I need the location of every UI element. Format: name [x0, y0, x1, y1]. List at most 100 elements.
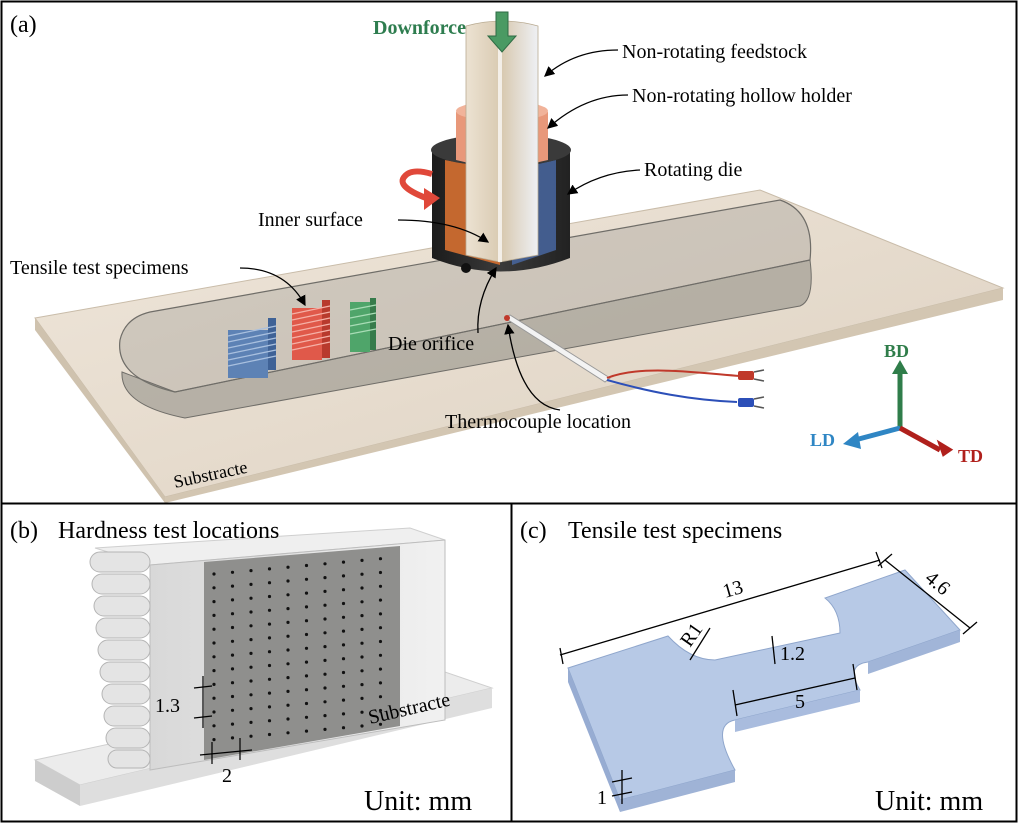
- hardness-indent-dot: [249, 651, 253, 656]
- hardness-indent-dot: [341, 684, 346, 688]
- leader-feedstock: [544, 49, 619, 77]
- hardness-indent-dot: [286, 731, 290, 735]
- hardness-indent-dot: [304, 619, 309, 623]
- hardness-indent-dot: [360, 724, 364, 728]
- hardness-indent-dot: [360, 641, 364, 645]
- layer-ridge: [99, 661, 151, 683]
- panel-c-title: Tensile test specimens: [568, 518, 782, 544]
- layer-ridge: [105, 727, 151, 749]
- substrate-plate-front: [165, 288, 1003, 503]
- tensile-specimens-label: Tensile test specimens: [10, 257, 189, 279]
- panel-c: (c) Tensile test specimens 13 4.6 R1 1.2…: [510, 502, 1018, 823]
- tensile-coupon-right-edge: [868, 630, 960, 674]
- hardness-indent-dot: [304, 605, 309, 609]
- specimen-red-side: [322, 300, 330, 358]
- hardness-indent-dot: [286, 717, 290, 721]
- hardness-indent-dot: [267, 594, 272, 599]
- hardness-indent-dot: [378, 598, 383, 602]
- hardness-indent-dot: [212, 738, 216, 742]
- hardness-indent-dot: [230, 612, 235, 616]
- hardness-indent-dot: [230, 584, 235, 588]
- hardness-indent-dot: [212, 669, 216, 673]
- hardness-indent-dot: [212, 696, 216, 700]
- hardness-indent-dot: [360, 710, 364, 714]
- leader-die: [566, 169, 641, 195]
- rotation-arrow: [399, 168, 433, 201]
- hardness-indent-dot: [249, 734, 253, 738]
- hardness-indent-dot: [304, 577, 309, 581]
- hardness-indent-dot: [378, 626, 383, 630]
- specimen-green-side: [370, 298, 376, 350]
- hardness-indent-dot: [304, 715, 309, 719]
- hardness-indent-dot: [249, 624, 253, 628]
- leader-holder: [547, 94, 629, 129]
- connector-blue: [738, 398, 754, 407]
- thermocouple-tip: [504, 315, 510, 321]
- hardness-indent-dot: [341, 712, 346, 716]
- hardness-indent-dot: [212, 613, 216, 618]
- hardness-indent-dot: [286, 607, 290, 611]
- hardness-indent-dot: [323, 645, 327, 649]
- leader-inner-surface: [397, 219, 490, 243]
- hardness-indent-dot: [267, 663, 272, 668]
- hardness-indent-dot: [267, 567, 272, 571]
- hardness-indent-dot: [212, 586, 216, 590]
- td-axis-head: [936, 439, 954, 457]
- panel-a: (a) Downforce Non-rotating feedstock Non…: [0, 0, 1018, 505]
- hardness-indent-dot: [323, 631, 327, 635]
- hardness-indent-dot: [212, 710, 216, 714]
- hardness-indent-dot: [267, 650, 272, 654]
- hardness-indent-dot: [304, 632, 309, 637]
- hardness-indent-dot: [286, 620, 290, 625]
- hardness-indent-dot: [230, 570, 235, 574]
- hardness-indent-dot: [286, 676, 290, 680]
- leader-die-orifice: [477, 266, 497, 334]
- bd-label: BD: [884, 341, 909, 361]
- dim-label-1-3: 1.3: [155, 695, 180, 717]
- layer-ridge: [89, 551, 151, 573]
- hardness-indent-dot: [249, 582, 253, 587]
- hardness-indent-dot: [341, 574, 346, 578]
- dim-label-5: 5: [795, 691, 805, 713]
- bd-axis-head: [892, 360, 908, 374]
- die-orifice-dot: [461, 263, 471, 273]
- hardness-indent-dot: [304, 674, 309, 678]
- layer-ridge: [101, 683, 151, 705]
- substrate-bar-side: [35, 760, 80, 806]
- connector-red-prongs: [753, 369, 765, 382]
- hardness-indent-dot: [230, 667, 235, 671]
- hardness-indent-dot: [286, 689, 290, 694]
- hardness-indent-dot: [230, 639, 235, 643]
- inner-surface-label: Inner surface: [258, 209, 363, 231]
- hardness-indent-dot: [360, 669, 364, 673]
- hardness-indent-dot: [378, 653, 383, 657]
- thermocouple-label: Thermocouple location: [445, 411, 631, 433]
- hardness-indent-dot: [286, 593, 290, 597]
- dim-tick: [962, 621, 978, 635]
- panel-b-tag: (b): [10, 518, 38, 544]
- hardness-indent-dot: [323, 714, 327, 718]
- hardness-indent-dot: [360, 614, 364, 618]
- hardness-indent-dot: [304, 591, 309, 595]
- specimen-group-blue: [227, 318, 277, 378]
- hardness-indent-dot: [286, 565, 290, 569]
- hardness-indent-dot: [360, 655, 364, 659]
- dim-line-1-2: [771, 635, 776, 665]
- leader-thermocouple: [504, 323, 561, 411]
- hardness-indent-dot: [286, 579, 290, 583]
- td-label: TD: [958, 446, 983, 466]
- hardness-indent-dot: [360, 586, 364, 590]
- dim-tick: [852, 663, 858, 691]
- axis-triad: [843, 360, 954, 457]
- hardness-indent-dot: [249, 638, 253, 642]
- dim-tick: [611, 791, 633, 797]
- hardness-indent-dot: [323, 617, 327, 621]
- hardness-indent-dot: [267, 636, 272, 640]
- layer-ridge: [95, 617, 151, 639]
- hardness-indent-dot: [249, 693, 253, 697]
- panel-b-title: Hardness test locations: [58, 518, 279, 544]
- thermocouple-wire-red: [606, 369, 741, 379]
- specimen-red: [292, 308, 322, 360]
